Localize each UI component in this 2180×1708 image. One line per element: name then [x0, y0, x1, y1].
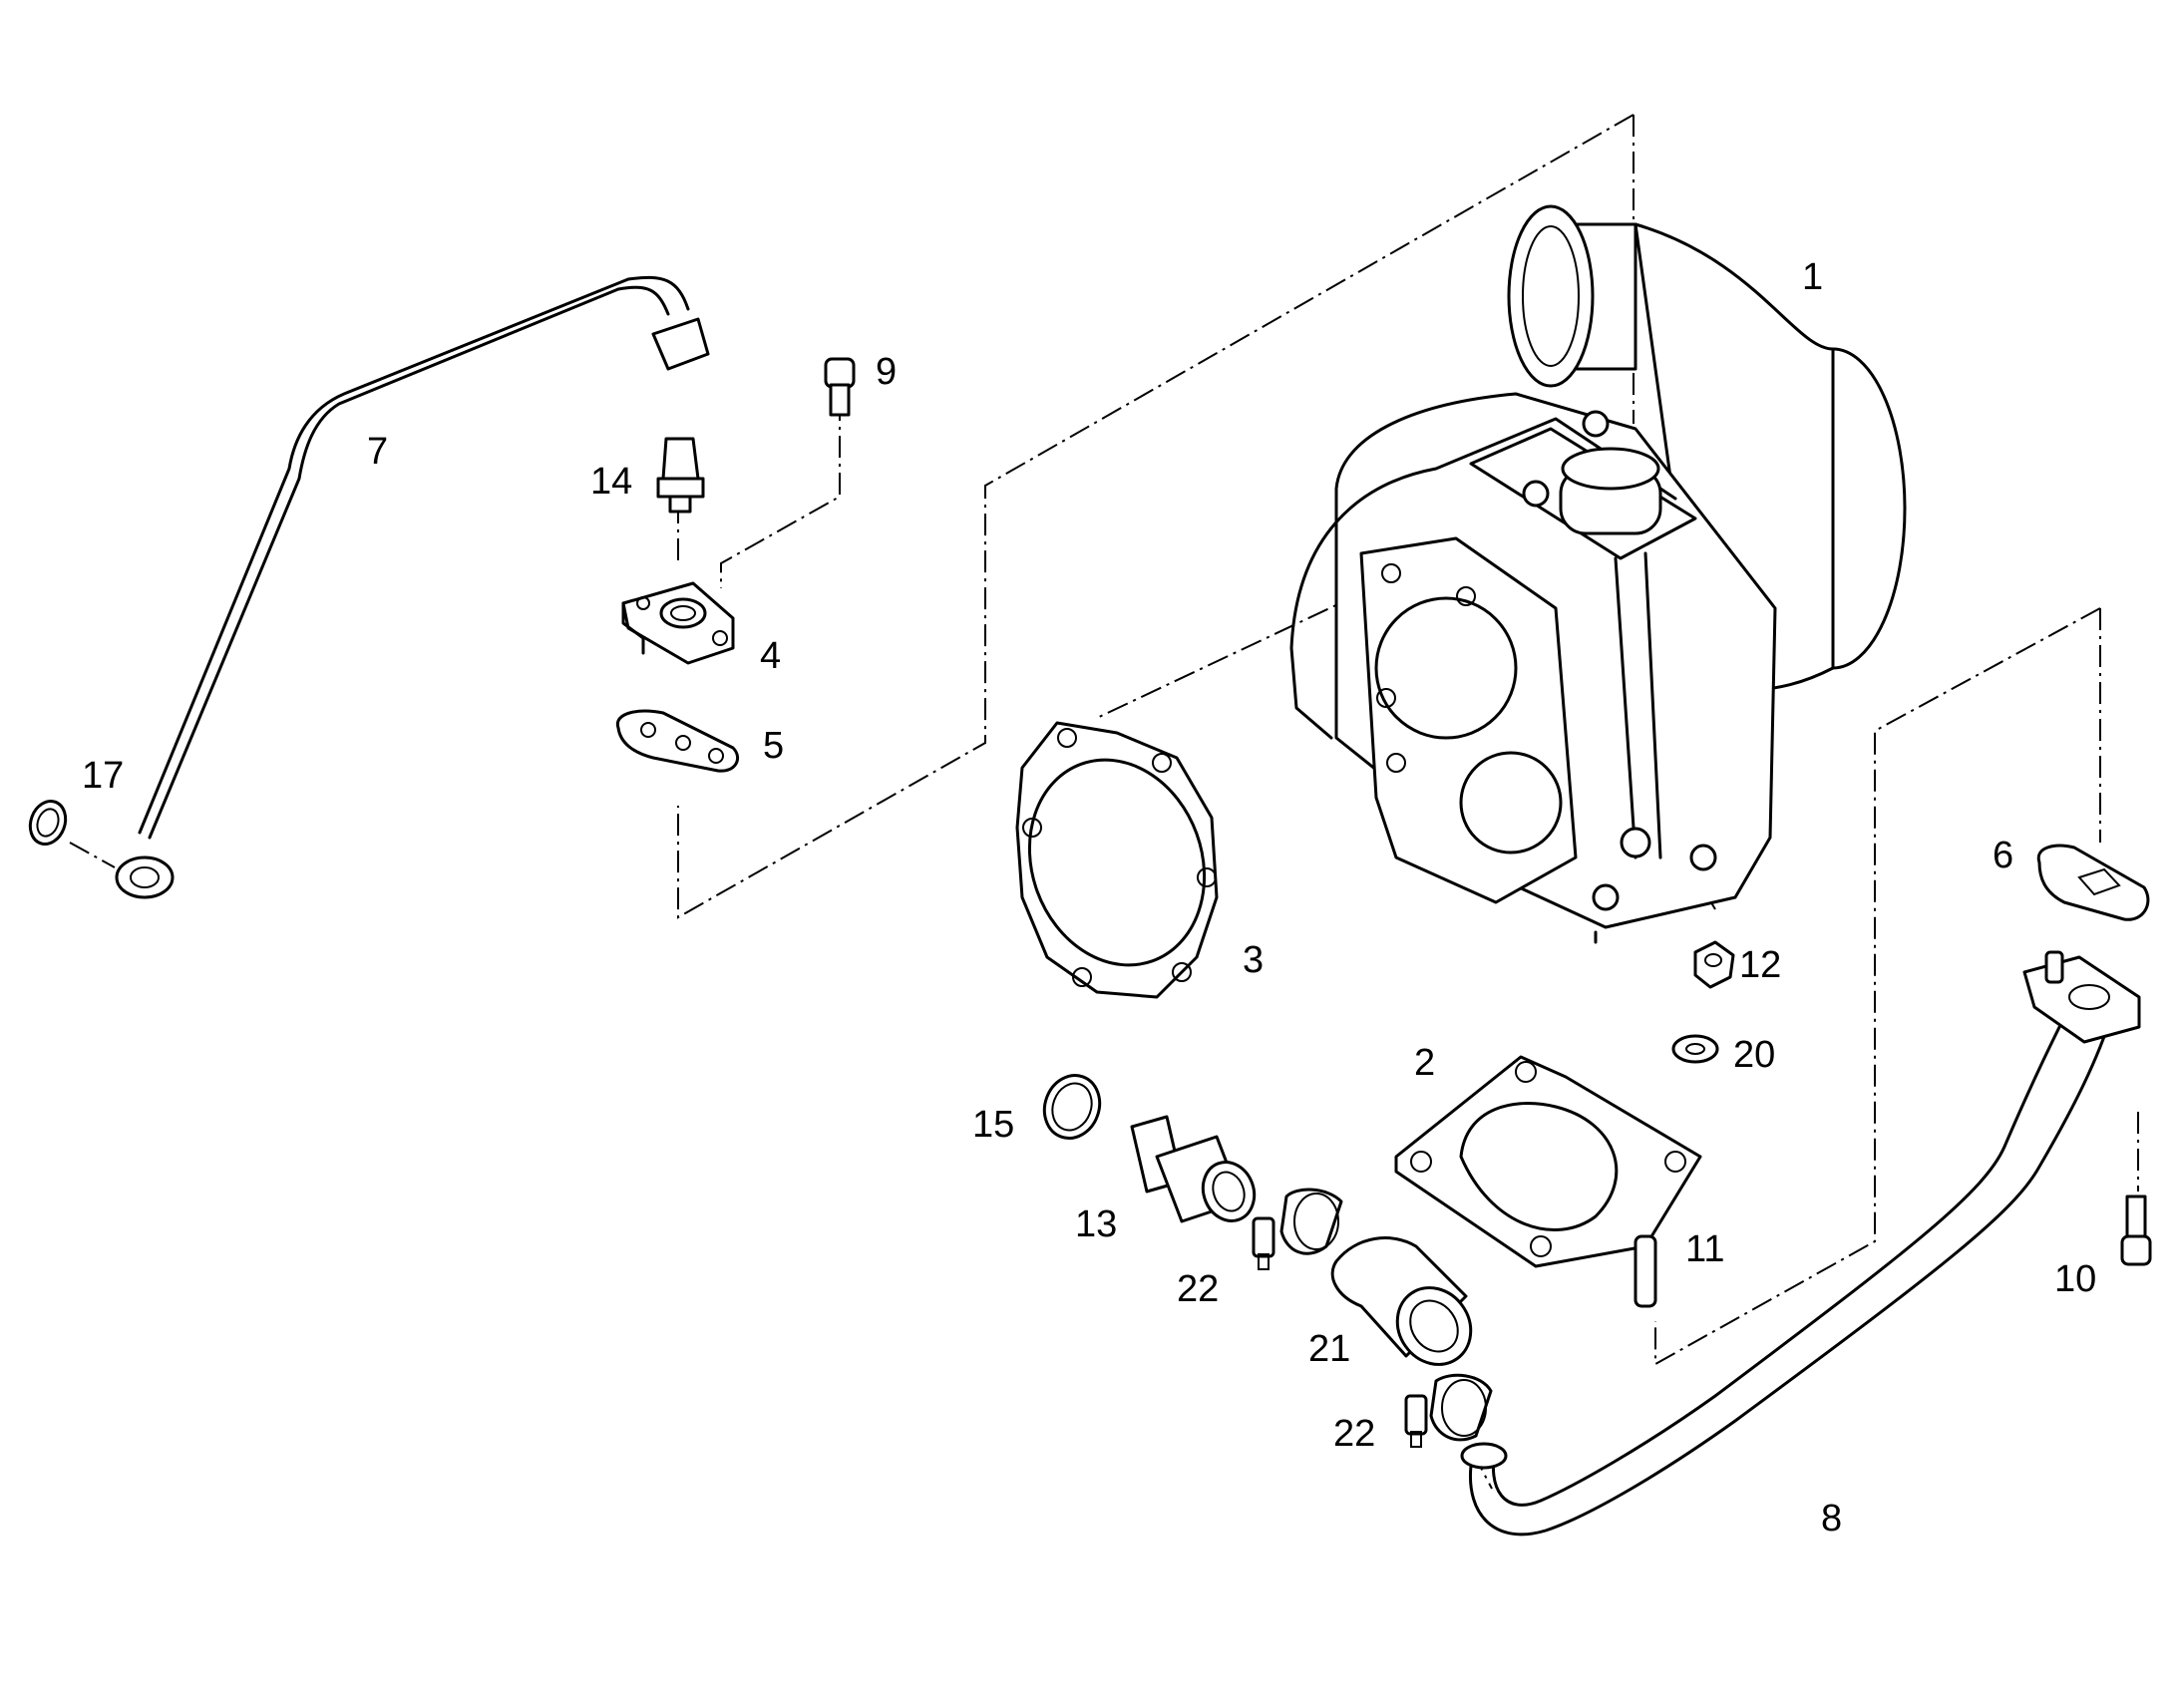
callout-5: 5: [763, 725, 784, 767]
callout-3: 3: [1243, 939, 1264, 981]
callout-2: 2: [1414, 1042, 1435, 1084]
pin-part: [1634, 1234, 1657, 1308]
callout-22-upper: 22: [1177, 1268, 1219, 1310]
flange-gasket-part: [615, 709, 739, 773]
callout-17: 17: [82, 755, 124, 797]
callout-labels: 1 2 3 4 5 6 7 8 9 10 11 12 13 14 15 17 2…: [82, 256, 2096, 1539]
callout-21: 21: [1308, 1328, 1350, 1370]
drain-gasket-part: [2036, 844, 2150, 921]
callout-14: 14: [590, 461, 632, 503]
bolt-9-part: [824, 357, 856, 417]
callout-8: 8: [1821, 1498, 1842, 1539]
callout-15: 15: [972, 1104, 1014, 1146]
callout-4: 4: [760, 635, 781, 677]
hose-clamp-lower-part: [1404, 1373, 1493, 1448]
hose-clamp-upper-part: [1252, 1188, 1343, 1270]
callout-10: 10: [2054, 1258, 2096, 1300]
washer-17-part: [28, 800, 68, 846]
callout-20: 20: [1733, 1034, 1775, 1076]
callout-1: 1: [1802, 256, 1823, 298]
gasket-square-part: [1394, 1055, 1702, 1268]
fitting-13-part: [1130, 1115, 1257, 1223]
union-fitting-part: [656, 437, 705, 513]
oil-flange-part: [621, 581, 735, 665]
turbocharger-part: [1289, 204, 1907, 944]
washer-20-part: [1671, 1034, 1719, 1064]
callout-7: 7: [367, 431, 388, 473]
callout-13: 13: [1075, 1203, 1117, 1245]
hose-elbow-part: [1330, 1236, 1473, 1366]
callout-6: 6: [1993, 835, 2013, 876]
bolt-10-part: [2120, 1195, 2152, 1266]
o-ring-15-part: [1042, 1074, 1102, 1140]
callout-12: 12: [1739, 944, 1781, 986]
callout-22-lower: 22: [1333, 1413, 1375, 1455]
callout-9: 9: [876, 351, 897, 393]
nut-part: [1693, 940, 1735, 989]
gasket-round-part: [1015, 721, 1219, 999]
callout-11: 11: [1685, 1228, 1724, 1270]
oil-drain-pipe-part: [1460, 950, 2141, 1537]
oil-feed-pipe-part: [115, 275, 710, 899]
